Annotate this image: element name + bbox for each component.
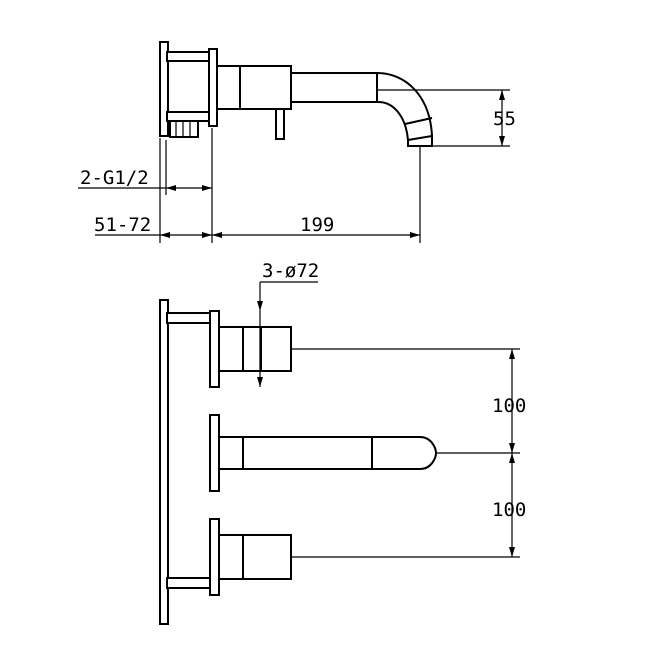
- plan-view: [159, 299, 438, 625]
- rosette-label: 3-ø72: [262, 260, 319, 282]
- thread-label: 2-G1/2: [80, 167, 149, 189]
- side-valve-body: [216, 65, 292, 110]
- plan-handle-cold: [218, 534, 292, 580]
- spacing-lower-label: 100: [492, 499, 526, 521]
- side-thread-inlet: [169, 120, 199, 138]
- plan-rosette-middle: [209, 414, 220, 492]
- side-lower-lug: [166, 111, 212, 122]
- wall-depth-label: 51-72: [94, 214, 151, 236]
- plan-upper-lug: [166, 312, 213, 324]
- side-cover-plate: [208, 48, 218, 127]
- plan-rosette-bottom: [209, 518, 220, 596]
- side-upper-lug: [166, 51, 212, 62]
- side-spout: [290, 72, 433, 147]
- plan-back-plate: [159, 299, 169, 625]
- side-lever: [275, 108, 285, 140]
- side-dimensions: 2-G1/2 51-72 199 55: [78, 89, 516, 243]
- plan-dimensions: 3-ø72 100 100: [257, 260, 526, 558]
- plan-spout: [218, 436, 438, 470]
- spout-length-label: 199: [300, 214, 334, 236]
- spacing-upper-label: 100: [492, 395, 526, 417]
- spout-height-label: 55: [493, 108, 516, 130]
- plan-handle-hot: [218, 326, 292, 372]
- plan-rosette-top: [209, 310, 220, 388]
- side-back-plate: [159, 41, 169, 137]
- plan-lower-lug: [166, 577, 213, 589]
- side-view: [159, 41, 433, 147]
